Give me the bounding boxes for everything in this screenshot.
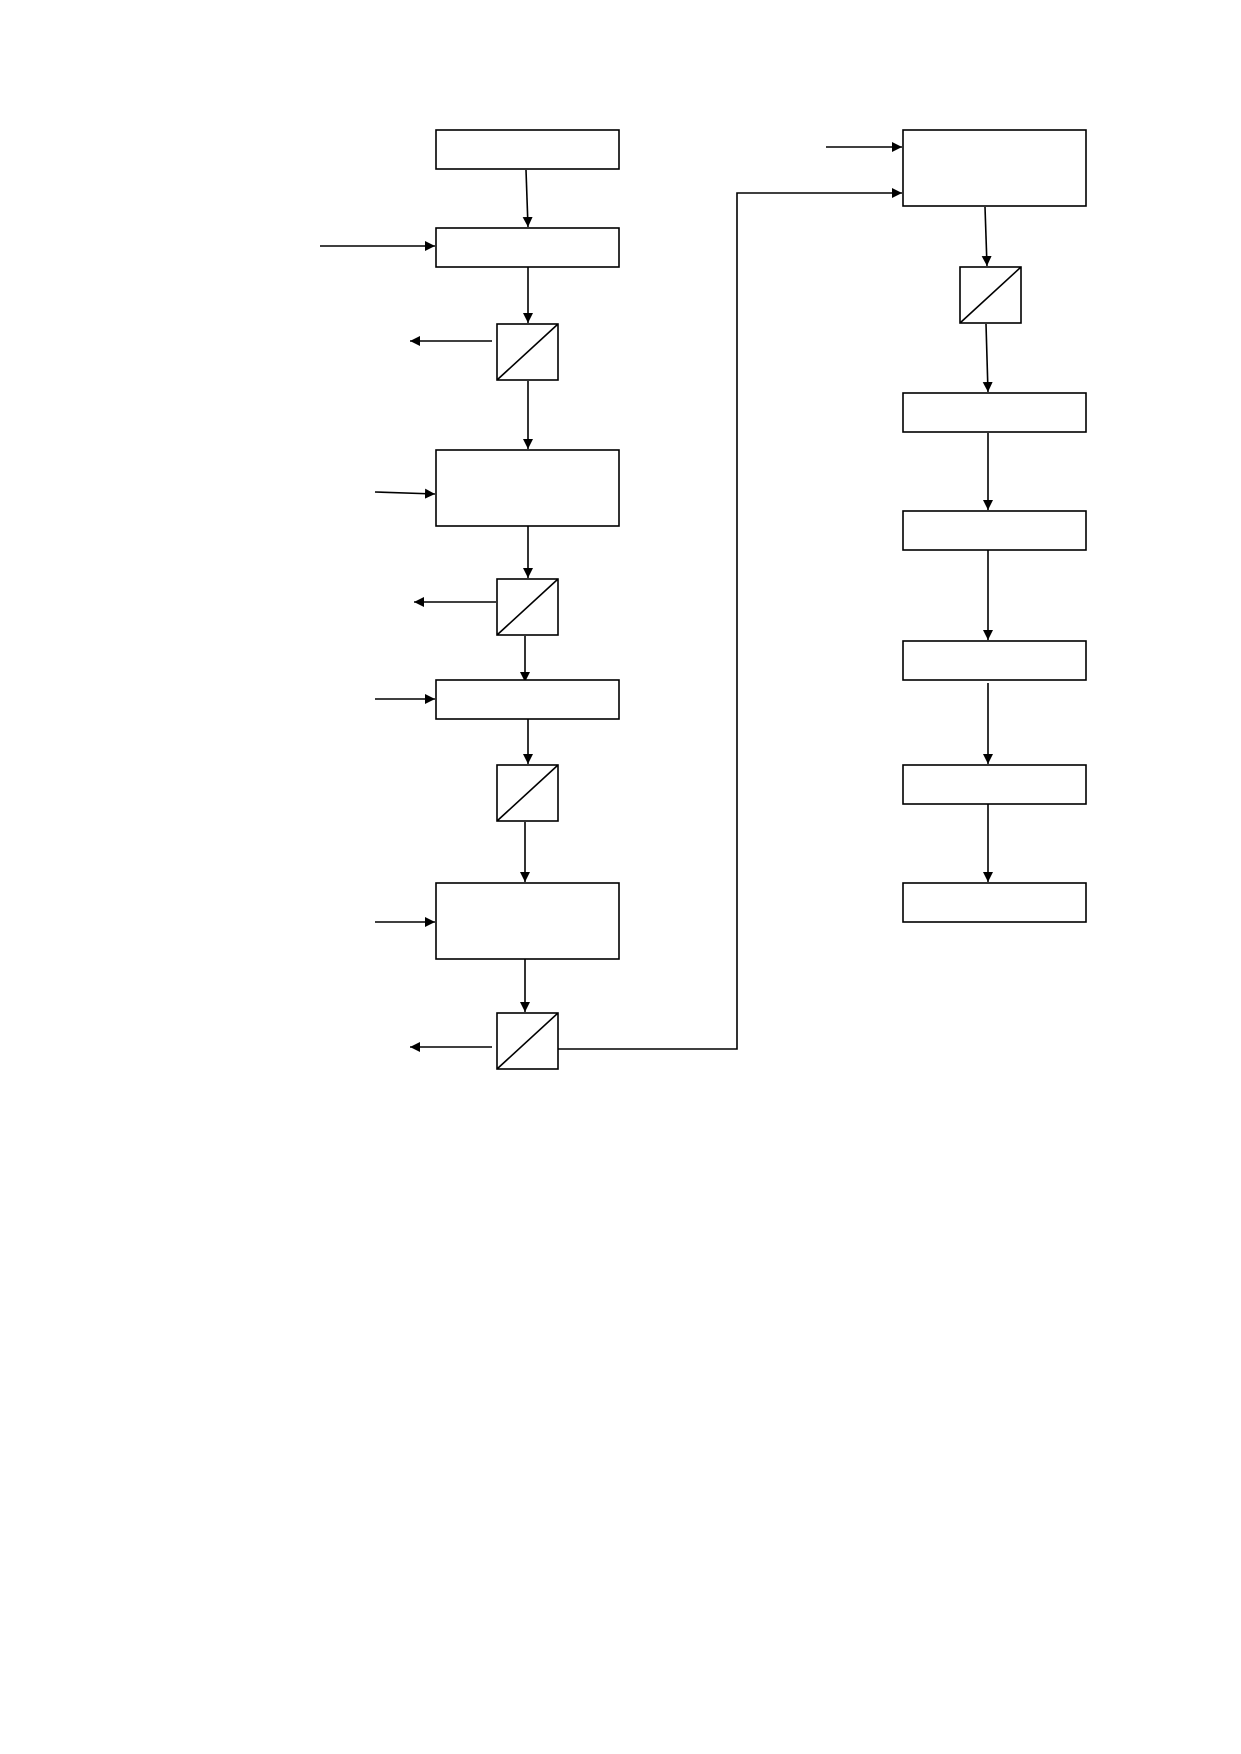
process-box-5 [435,882,620,960]
separator-icon-5 [959,266,1022,324]
process-box-8 [902,510,1087,551]
process-box-4 [435,679,620,720]
process-box-3 [435,449,620,527]
process-box-11 [902,882,1087,923]
flow-arrow-9 [981,206,992,267]
process-box-7 [902,392,1087,433]
process-box-9 [902,640,1087,681]
right-column [826,129,1087,923]
left-column [320,129,620,1070]
separator-icon-1 [496,323,559,381]
flow-arrow-1 [522,169,533,228]
process-box-6 [902,129,1087,207]
process-box-10 [902,764,1087,805]
connector-to-right-column [558,188,902,1050]
flow-arrow-10 [982,323,993,393]
process-box-2 [435,227,620,268]
separator-icon-2 [496,578,559,636]
separator-icon-3 [496,764,559,822]
separator-icon-4 [496,1012,559,1070]
process-box-1 [435,129,620,170]
input-arrow-2 [374,488,436,499]
